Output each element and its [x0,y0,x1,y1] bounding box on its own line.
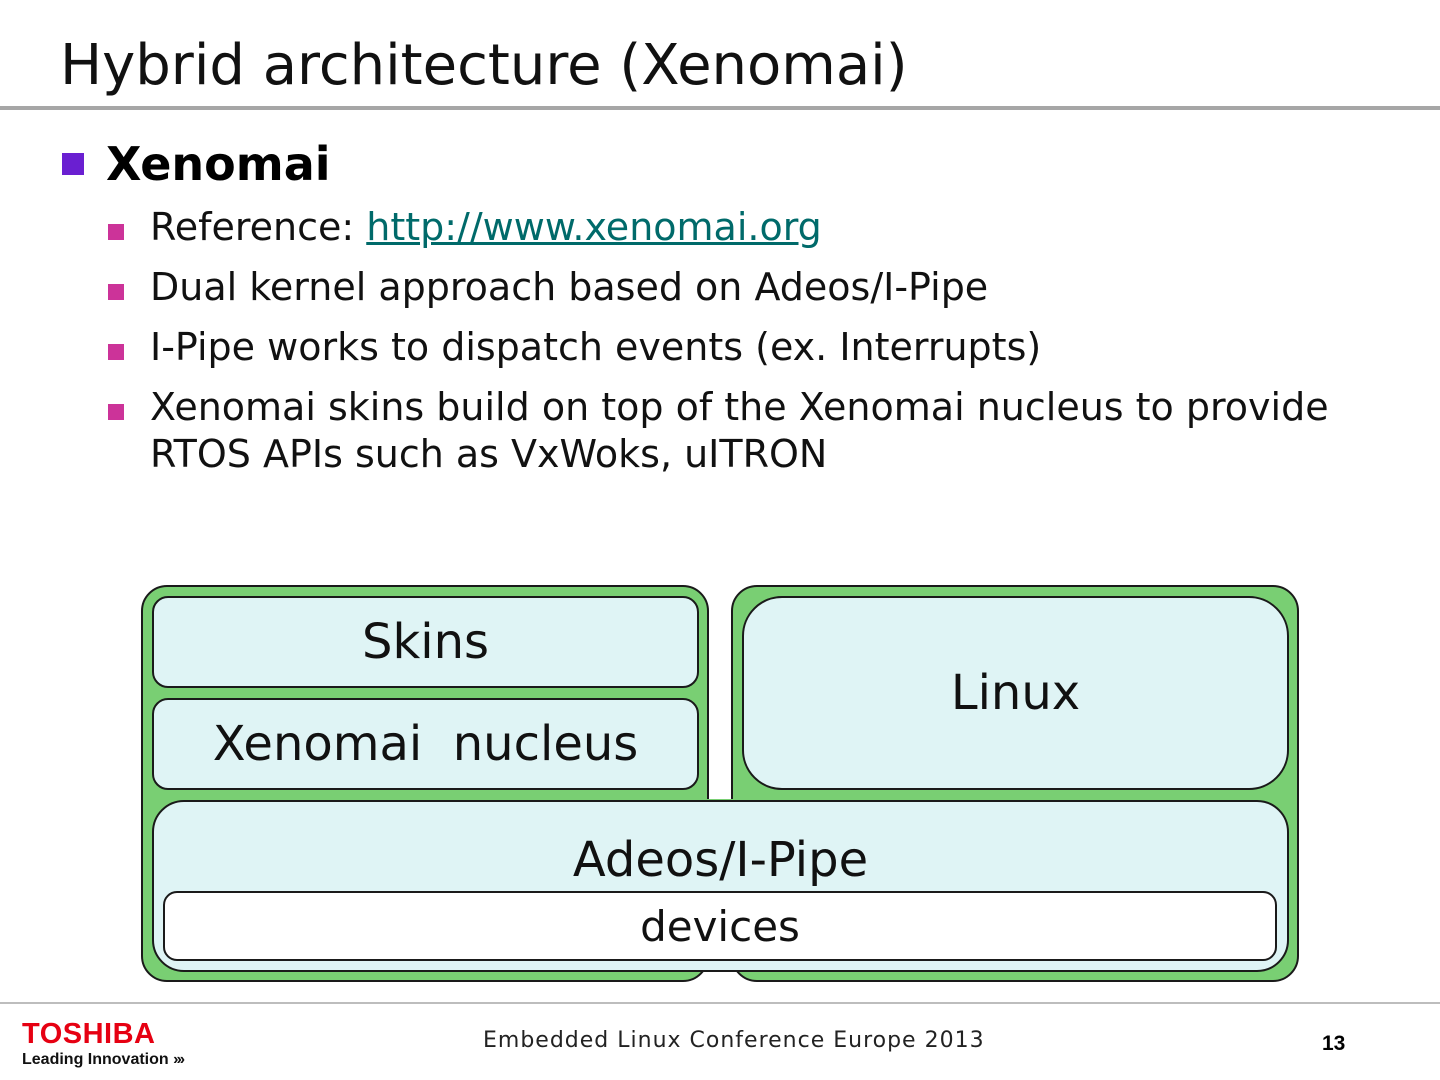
reference-link[interactable]: http://www.xenomai.org [366,205,822,249]
linux-label: Linux [950,665,1081,721]
skins-layer: Skins [152,596,699,688]
bullet-ipipe: I-Pipe works to dispatch events (ex. Int… [108,324,1408,371]
toshiba-logo: TOSHIBA Leading Innovation ››› [22,1018,185,1070]
nucleus-label: Xenomai nucleus [212,716,639,772]
linux-layer: Linux [742,596,1289,790]
devices-layer: devices [163,891,1277,961]
bullet-square-icon [62,153,84,175]
bullet-reference: Reference: http://www.xenomai.org [108,204,1408,251]
reference-label: Reference: [150,205,367,249]
logo-tagline: Leading Innovation ››› [22,1050,185,1070]
logo-wordmark: TOSHIBA [22,1018,156,1050]
devices-label: devices [640,901,800,951]
bullet-text-line1: Xenomai skins build on top of the Xenoma… [150,385,1329,429]
bullet-square-icon [108,404,124,420]
bullet-skins: Xenomai skins build on top of the Xenoma… [108,384,1408,478]
bullet-text: Dual kernel approach based on Adeos/I-Pi… [150,265,989,309]
heading-text: Xenomai [106,137,331,191]
bullet-text-line2: RTOS APIs such as VxWoks, uITRON [150,432,828,476]
page-number: 13 [1322,1032,1346,1055]
bullet-square-icon [108,224,124,240]
bullet-square-icon [108,284,124,300]
chevrons-icon: ››› [173,1051,185,1068]
title-divider [0,106,1440,110]
skins-label: Skins [361,614,490,670]
bullet-dual-kernel: Dual kernel approach based on Adeos/I-Pi… [108,264,1408,311]
heading-bullet: Xenomai [62,134,331,194]
footer-divider [0,1002,1440,1004]
bullet-list: Reference: http://www.xenomai.org Dual k… [108,204,1408,491]
bullet-text: I-Pipe works to dispatch events (ex. Int… [150,325,1042,369]
tagline-text: Leading Innovation [22,1051,169,1068]
xenomai-nucleus-layer: Xenomai nucleus [152,698,699,790]
slide-title: Hybrid architecture (Xenomai) [60,33,908,98]
conference-name: Embedded Linux Conference Europe 2013 [483,1028,985,1053]
adeos-label: Adeos/I-Pipe [572,832,869,888]
bullet-square-icon [108,344,124,360]
